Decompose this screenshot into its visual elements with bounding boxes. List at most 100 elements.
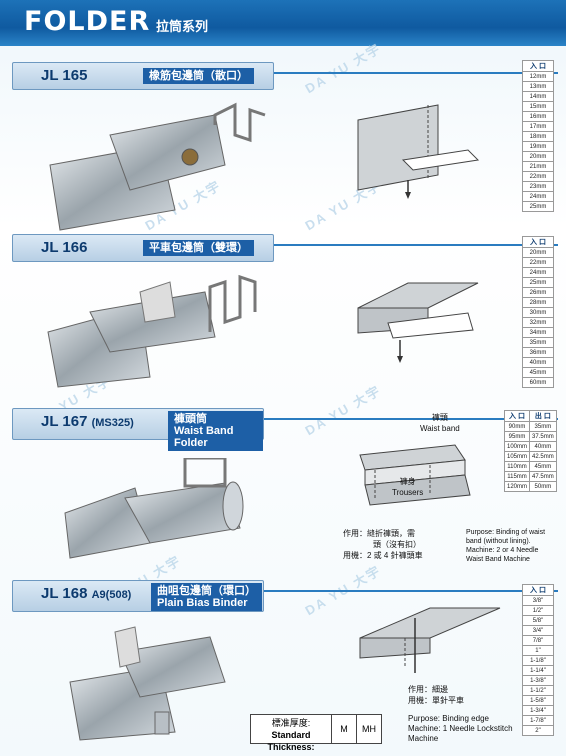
usage-line: 作用：細邊 [408,685,448,694]
size-cell: 42.5mm [529,451,557,462]
size-cell: 14mm [522,91,554,102]
size-cell: 18mm [522,131,554,142]
section-header-jl168: JL 168 A9(508) 曲咀包邊筒（環口）Plain Bias Binde… [12,580,264,612]
size-table-jl165: 入 口 12mm 13mm 14mm 15mm 16mm 17mm 18mm 1… [522,60,554,212]
folder-diagram-jl165 [357,104,480,199]
size-cell: 45mm [522,367,554,378]
folder-diagram-jl168 [359,607,501,673]
size-cell: 3/8" [522,595,554,606]
thickness-label-cn: 標准厚度: [271,718,311,728]
model-code: JL 165 [41,67,88,84]
size-cell: 22mm [522,257,554,268]
trousers-label: 褲身 Trousers [392,476,423,498]
model-code-text: JL 167 [41,413,88,430]
size-cell: 28mm [522,297,554,308]
size-cell: 40mm [529,441,557,452]
trousers-label-cn: 褲身 [399,477,416,486]
machine-text: 1 Needle Lockstitch Machine [408,724,513,743]
table-header: 入 口 [522,584,554,596]
purpose-label: Purpose: [408,714,441,723]
table-header: 入 口 [522,60,554,72]
page-subtitle: 拉筒系列 [156,19,209,34]
folder-photo-jl165 [49,102,266,231]
size-cell: 37.5mm [529,431,557,442]
thickness-label-en: Standard Thickness: [267,730,315,752]
size-cell: 24mm [522,191,554,202]
size-cell: 1-7/8" [522,715,554,726]
size-cell: 1-1/2" [522,685,554,696]
size-cell: 22mm [522,171,554,182]
size-cell: 115mm [503,471,531,482]
purpose-line: Purpose: Binding edge [408,714,520,724]
size-cell: 30mm [522,307,554,318]
size-cell: 1-1/4" [522,665,554,676]
section-divider [12,418,558,420]
purpose-text: Binding of waist band (without lining). [466,529,546,545]
usage-en-jl167: Purpose: Binding of waist band (without … [466,528,556,564]
model-name: 平車包邊筒（雙環） [143,240,254,256]
usage-line: 作用：縫折褲頭，需 [343,529,415,538]
section-divider [12,590,558,592]
size-cell: 50mm [529,481,557,492]
size-cell: 21mm [522,161,554,172]
size-cell: 15mm [522,101,554,112]
usage-line: 用機：2 或 4 針褲頭車 [343,551,423,560]
size-cell: 5/8" [522,615,554,626]
size-cell: 16mm [522,111,554,122]
size-cell: 20mm [522,247,554,258]
model-code-suffix: (MS325) [91,417,134,429]
thickness-value: M [332,715,357,743]
purpose-text: Binding edge [442,714,489,723]
machine-line: Machine: 1 Needle Lockstitch Machine [408,724,520,744]
size-cell: 24mm [522,267,554,278]
watermark: DA YU 大宇 [302,40,384,97]
table-header: 入 口 [522,236,554,248]
usage-cn-jl167: 作用：縫折褲頭，需 頭（沒有扣） 用機：2 或 4 針褲頭車 [343,528,463,561]
section-divider [12,244,558,246]
size-cell: 47.5mm [529,471,557,482]
model-code: JL 166 [41,239,88,256]
page-title: FOLDER [24,6,151,37]
size-cell: 105mm [503,451,531,462]
size-table-jl166: 入 口 20mm 22mm 24mm 25mm 26mm 28mm 30mm 3… [522,236,554,388]
model-name-en: Waist Band Folder [174,425,234,449]
machine-text: 2 or 4 Needle Waist Band Machine [466,547,539,563]
model-code-text: JL 168 [41,585,88,602]
size-cell: 19mm [522,141,554,152]
table-header-in: 入 口 [503,410,531,422]
model-name-cn: 褲頭筒 [174,413,207,425]
table-header-out: 出 口 [529,410,557,422]
model-code: JL 167 (MS325) [41,413,134,430]
size-cell: 110mm [503,461,531,472]
size-cell: 40mm [522,357,554,368]
section-header-jl165: JL 165 橡筋包邊筒（散口） [12,62,274,90]
purpose-line: Purpose: Binding of waist band (without … [466,528,556,546]
size-cell: 17mm [522,121,554,132]
thickness-value: MH [362,724,376,734]
section-divider [12,72,558,74]
usage-line: 頭（沒有扣） [373,540,421,549]
section-header-jl166: JL 166 平車包邊筒（雙環） [12,234,274,262]
machine-label: Machine: [408,724,441,733]
size-cell: 45mm [529,461,557,472]
size-cell: 1/2" [522,605,554,616]
size-cell: 7/8" [522,635,554,646]
size-cell: 60mm [522,377,554,388]
trousers-label-en: Trousers [392,488,424,497]
size-cell: 1-1/8" [522,655,554,666]
model-code: JL 168 A9(508) [41,585,131,602]
size-cell: 12mm [522,71,554,82]
size-cell: 95mm [503,431,531,442]
model-name: 橡筋包邊筒（散口） [143,68,254,84]
size-cell: 13mm [522,81,554,92]
folder-photo-jl166 [47,274,257,388]
folder-diagram-jl167 [359,444,471,506]
thickness-label: 標准厚度: Standard Thickness: [251,715,332,752]
size-cell: 1-5/8" [522,695,554,706]
size-cell: 1-3/4" [522,705,554,716]
size-cell: 26mm [522,287,554,298]
size-cell: 35mm [529,421,557,432]
